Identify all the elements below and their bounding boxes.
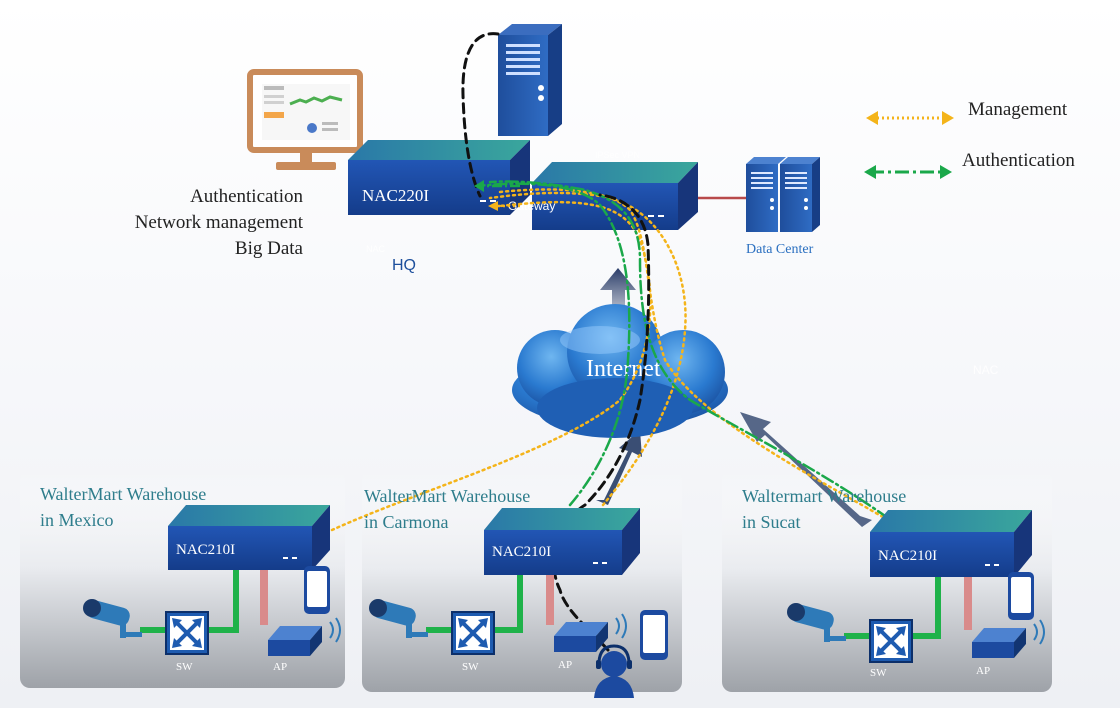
branch-sucat: Waltermart Warehouse in Sucat NAC210I SW [742, 486, 1045, 679]
branch-carmona-ap-label: AP [558, 659, 572, 671]
branch-carmona-nac-label: NAC210I [492, 544, 551, 560]
internet-label: Internet [586, 356, 661, 382]
branch-mexico-nac-label: NAC210I [176, 542, 235, 558]
branch-sucat-ap-icon [972, 619, 1045, 658]
branch-mexico-ap-label: AP [273, 661, 287, 673]
branch-sucat-nac-label: NAC210I [878, 548, 937, 564]
gateway-top-label: IPSec VPN [595, 150, 640, 160]
hq-nac-model-label: NAC220I [362, 186, 429, 205]
hq-function-authentication: Authentication [190, 186, 303, 207]
authentication-paths [476, 180, 890, 520]
branch-sucat-camera-icon [787, 603, 846, 642]
branch-mexico-title-line1: WalterMart Warehouse [40, 484, 206, 504]
legend-authentication-label: Authentication [962, 150, 1075, 171]
branch-carmona-title-line1: WalterMart Warehouse [364, 486, 530, 506]
legend-authentication-icon [864, 165, 952, 179]
branch-mexico-title-line2: in Mexico [40, 510, 114, 530]
branch-carmona-user-icon [594, 644, 634, 698]
branch-mexico-camera-icon [83, 599, 142, 638]
branch-carmona-switch-icon [451, 611, 495, 655]
branch-sucat-title-line2: in Sucat [742, 512, 801, 532]
branch-carmona-switch-label: SW [462, 661, 479, 673]
hq-nac-tag: NAC [366, 244, 386, 254]
branch-sucat-switch-icon [869, 619, 913, 663]
side-nac-tag: NAC [973, 363, 999, 377]
branch-sucat-switch-label: SW [870, 667, 887, 679]
branch-mexico-ap-icon [268, 617, 341, 656]
branch-carmona-phone-icon [640, 610, 668, 660]
gateway-label: Gateway [508, 199, 555, 213]
branch-mexico-switch-label: SW [176, 661, 193, 673]
management-monitor-icon [247, 69, 363, 170]
branch-carmona-title-line2: in Carmona [364, 512, 448, 532]
branch-sucat-title-line1: Waltermart Warehouse [742, 486, 906, 506]
gateway-device [532, 162, 698, 230]
hq-label: HQ [392, 257, 416, 274]
branch-sucat-ap-label: AP [976, 665, 990, 677]
management-paths [330, 188, 890, 532]
data-center-label: Data Center [746, 242, 814, 257]
branch-sucat-phone-icon [1008, 572, 1034, 620]
hq-function-big-data: Big Data [235, 238, 304, 259]
black-data-path [461, 32, 651, 652]
internet-cloud-icon [512, 304, 728, 438]
legend-management-label: Management [968, 99, 1068, 120]
data-center-icon [746, 157, 820, 232]
hq-server-icon [498, 24, 562, 136]
branch-mexico-switch-icon [165, 611, 209, 655]
branch-carmona-camera-icon [369, 599, 428, 638]
legend-management-icon [866, 111, 954, 125]
hq-function-network-management: Network management [135, 212, 304, 233]
arrow-carmona-to-internet [596, 430, 642, 505]
arrow-sucat-to-internet [740, 412, 872, 527]
branch-carmona: WalterMart Warehouse in Carmona NAC210I … [364, 486, 668, 698]
branch-carmona-ap-icon [554, 613, 627, 652]
branch-mexico: WalterMart Warehouse in Mexico NAC210I S… [40, 484, 341, 673]
hq-inbound-arrows [474, 180, 520, 211]
branch-mexico-phone-icon [304, 566, 330, 614]
